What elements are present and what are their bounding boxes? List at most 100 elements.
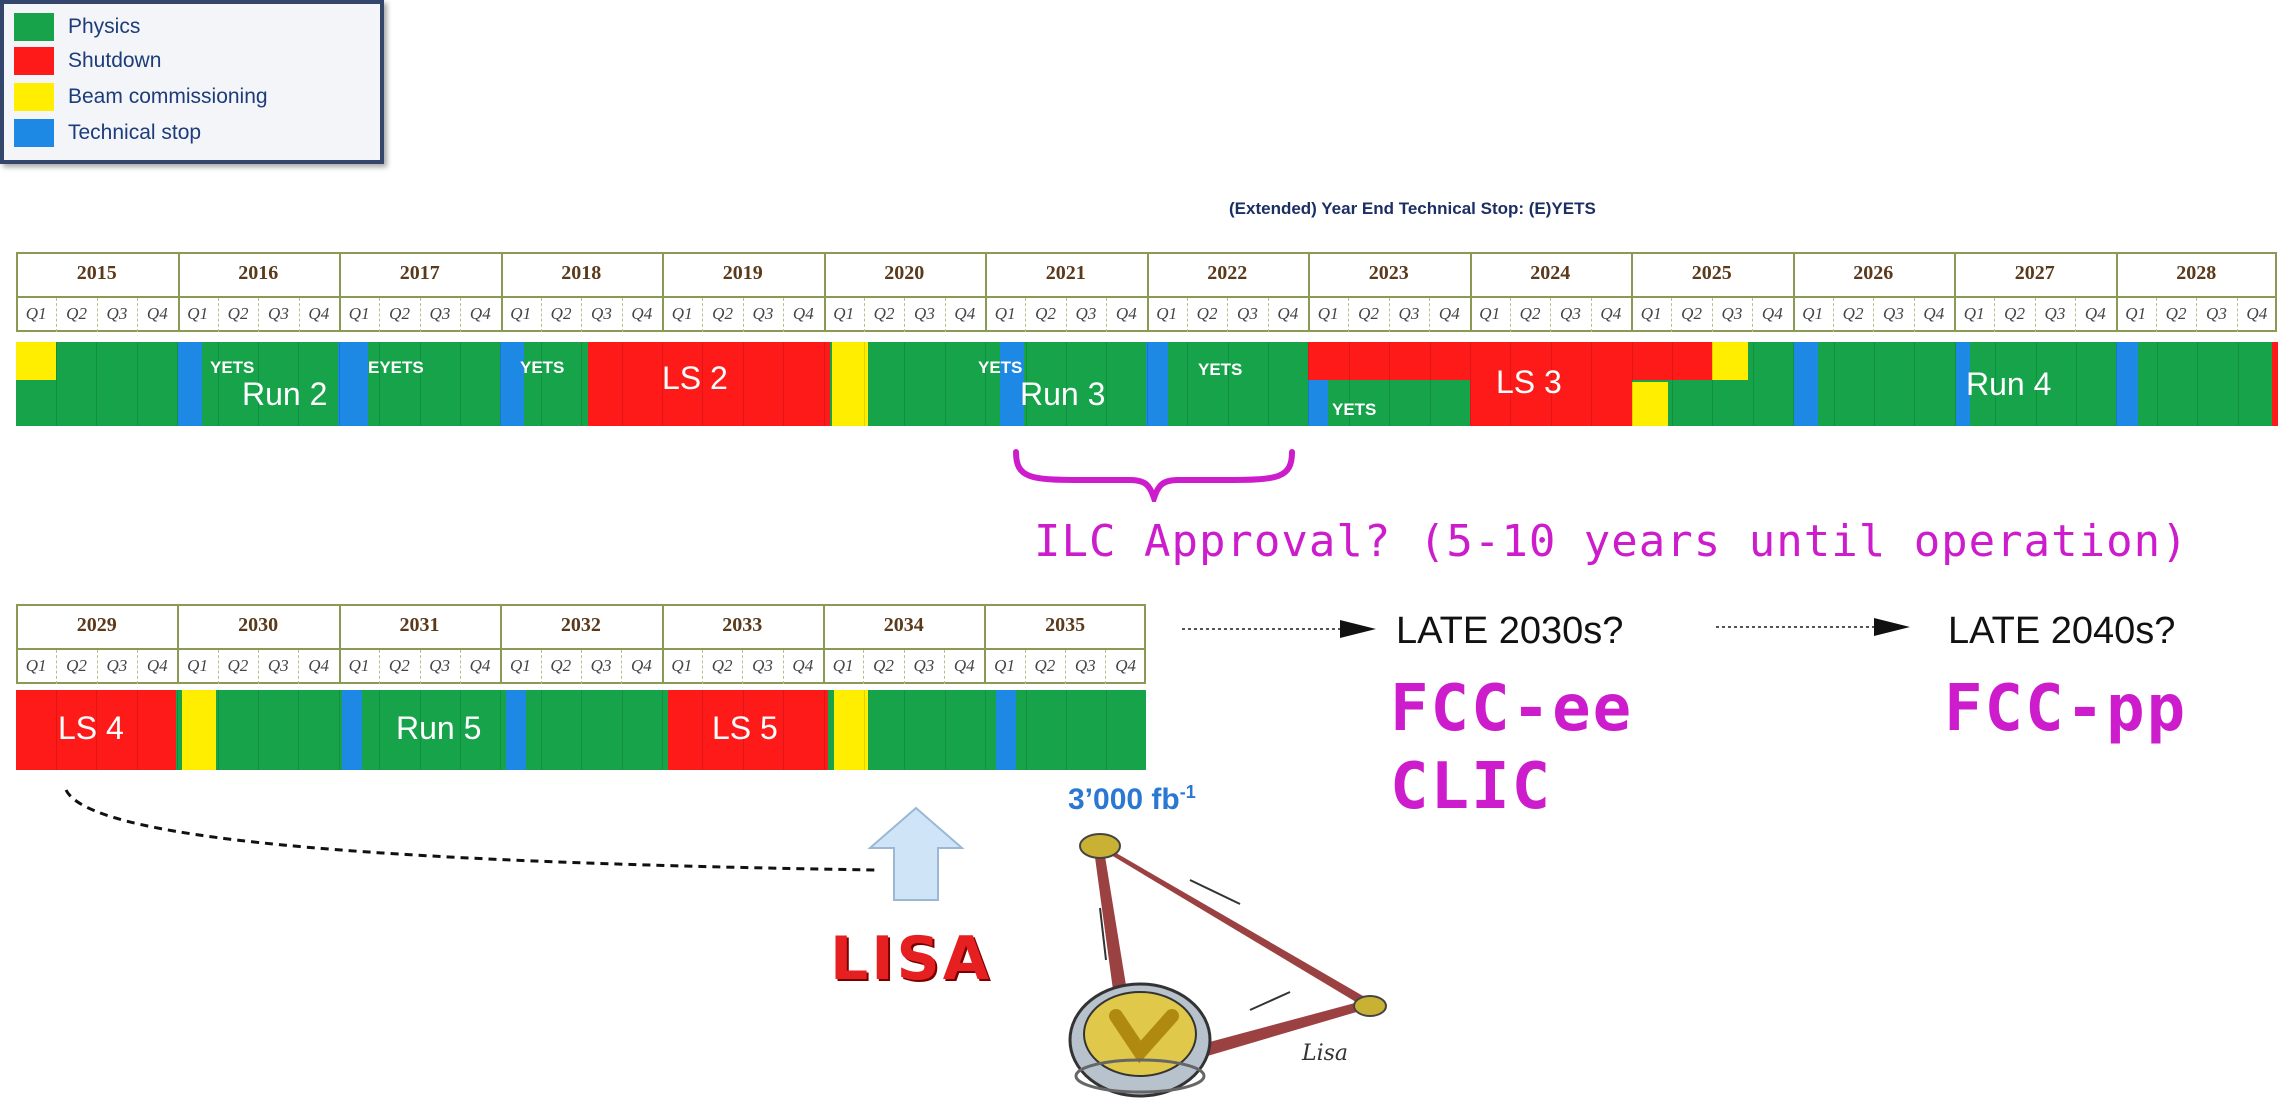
beam-commissioning-segment (832, 342, 868, 426)
quarter-divider (1025, 298, 1027, 332)
bar-quarter-line (500, 342, 501, 426)
quarter-divider (1550, 298, 1552, 332)
year-divider (1792, 252, 1795, 332)
year-divider (1469, 252, 1472, 332)
quarter-divider (580, 650, 582, 684)
quarter-label: Q2 (873, 304, 895, 323)
bar-quarter-line (864, 690, 865, 770)
bar-quarter-line (137, 690, 138, 770)
yets-label: YETS (520, 358, 565, 377)
quarter-label: Q3 (1721, 304, 1743, 323)
quarter-label: Q1 (1156, 304, 1178, 323)
bar-quarter-line (1995, 342, 1996, 426)
quarter-label: Q4 (2246, 304, 2268, 323)
quarter-divider (1105, 650, 1107, 684)
late-2040s-text: LATE 2040s? (1948, 610, 2176, 652)
bar-quarter-line (904, 342, 905, 426)
quarter-label: Q1 (2125, 304, 2147, 323)
quarter-divider (1024, 650, 1026, 684)
timeline-top-bar (16, 342, 2278, 426)
bar-quarter-line (1672, 342, 1673, 426)
quarter-label: Q3 (2206, 304, 2227, 323)
ls-4-label: LS 4 (58, 710, 124, 746)
quarter-divider (540, 298, 542, 332)
quarter-divider (701, 650, 703, 684)
quarter-divider (1429, 298, 1431, 332)
quarter-label: Q4 (792, 304, 814, 323)
bar-quarter-line (1834, 342, 1835, 426)
quarter-label: Q1 (994, 656, 1015, 675)
quarter-label: Q3 (1398, 304, 1420, 323)
quarter-divider (258, 650, 260, 684)
quarter-label: Q3 (267, 656, 289, 675)
quarter-divider (258, 298, 260, 332)
beam-commissioning-segment (182, 690, 216, 770)
bar-quarter-line (2076, 342, 2077, 426)
bar-quarter-line (298, 342, 299, 426)
quarter-label: Q1 (833, 304, 855, 323)
year-label: 2033 (722, 614, 763, 636)
quarter-divider (1590, 298, 1592, 332)
fcc-ee-text: FCC-ee (1390, 672, 1634, 746)
quarter-label: Q2 (388, 656, 410, 675)
shutdown-segment (1470, 342, 1632, 426)
quarter-label: Q4 (469, 304, 491, 323)
bar-quarter-line (1753, 342, 1754, 426)
quarter-label: Q4 (308, 304, 330, 323)
quarter-divider (1752, 298, 1754, 332)
bar-quarter-line (783, 342, 784, 426)
quarter-label: Q4 (1438, 304, 1460, 323)
bar-quarter-line (339, 690, 340, 770)
quarter-divider (137, 298, 139, 332)
bar-quarter-line (1591, 342, 1592, 426)
bar-quarter-line (662, 690, 663, 770)
year-label: 2023 (1368, 262, 1409, 284)
legend-item-physics: Physics (14, 12, 140, 42)
quarter-divider (1106, 298, 1108, 332)
year-divider (823, 252, 826, 332)
quarter-label: Q2 (1681, 304, 1702, 323)
legend-item-technical-stop: Technical stop (14, 118, 201, 148)
quarter-label: Q1 (348, 656, 370, 675)
year-divider (984, 604, 987, 684)
quarter-divider (782, 650, 784, 684)
technical-stop-segment (1794, 342, 1818, 426)
quarter-label: Q3 (1074, 656, 1096, 675)
quarter-label: Q3 (106, 304, 128, 323)
quarter-divider (1832, 298, 1834, 332)
quarter-label: Q1 (25, 304, 47, 323)
technical-stop-segment (338, 342, 368, 426)
year-divider (338, 604, 341, 684)
bar-quarter-line (1349, 342, 1350, 426)
lisa-signature: Lisa (1301, 1041, 1348, 1066)
quarter-label: Q2 (1519, 304, 1541, 323)
bar-quarter-line (1874, 342, 1875, 426)
luminosity-value: 3’000 fb (1068, 783, 1180, 816)
bar-quarter-line (177, 690, 178, 770)
year-divider (1308, 252, 1310, 332)
bar-quarter-line (56, 690, 57, 770)
technical-stop-segment (996, 690, 1016, 770)
bar-quarter-line (2036, 342, 2037, 426)
quarter-divider (1227, 298, 1229, 332)
quarter-label: Q1 (510, 304, 532, 323)
year-divider (339, 252, 341, 332)
technical-stop-segment (342, 690, 362, 770)
quarter-label: Q3 (429, 656, 451, 675)
quarter-label: Q2 (1034, 656, 1056, 675)
bar-quarter-line (2157, 342, 2158, 426)
quarter-divider (702, 298, 704, 332)
quarter-divider (298, 650, 300, 684)
quarter-label: Q4 (1761, 304, 1783, 323)
year-label: 2030 (238, 614, 279, 636)
year-divider (177, 604, 180, 684)
legend-item-beam-commissioning: Beam commissioning (14, 82, 268, 112)
shutdown-segment (588, 342, 830, 426)
quarter-label: Q2 (1358, 304, 1379, 323)
quarter-divider (742, 650, 744, 684)
year-label: 2025 (1691, 262, 1732, 284)
year-divider (662, 252, 664, 332)
